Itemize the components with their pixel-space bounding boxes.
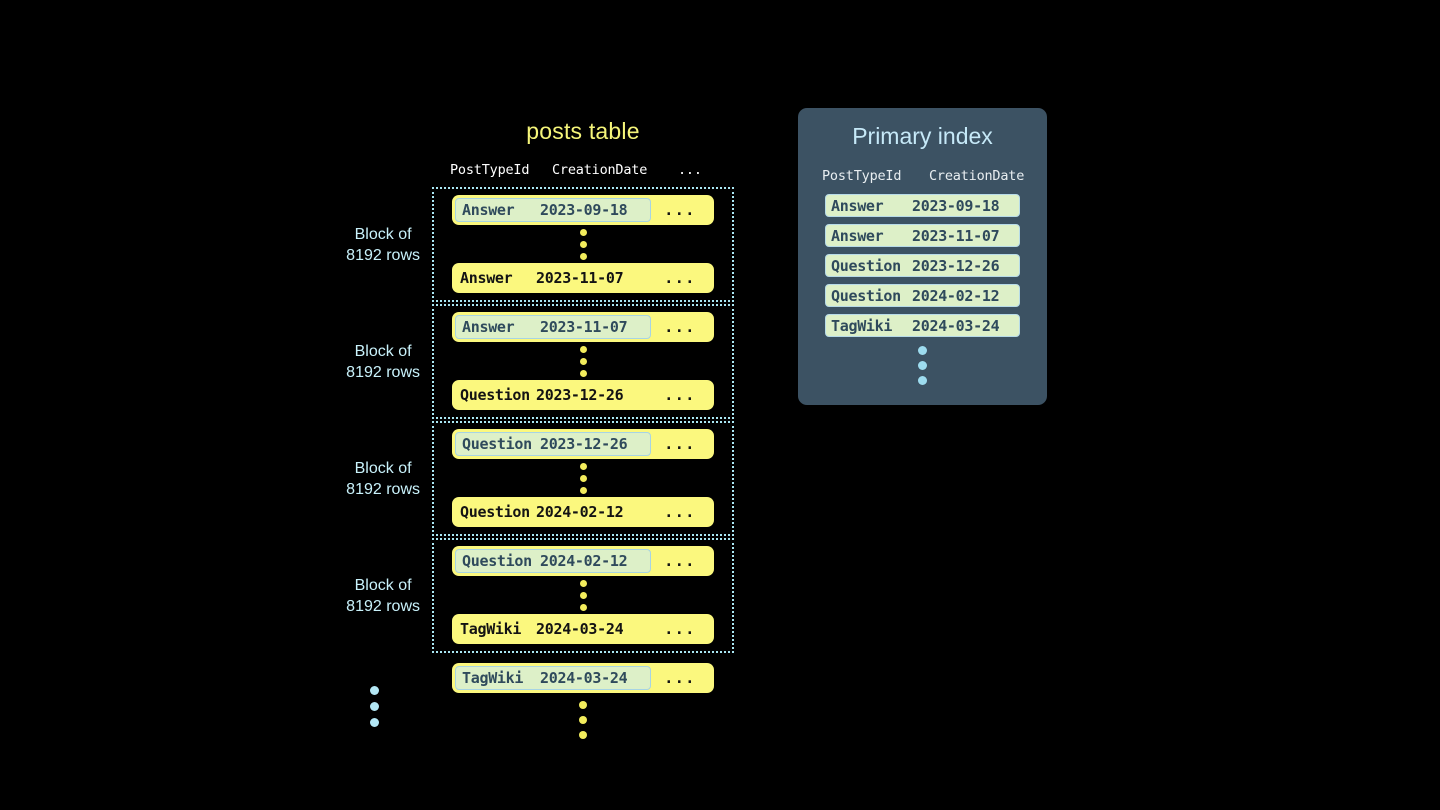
cell-creationdate: 2023-11-07: [912, 226, 1000, 245]
cell-creationdate: 2023-09-18: [912, 196, 1000, 215]
cell-posttypeid: Answer: [462, 318, 515, 336]
cell-posttypeid: TagWiki: [462, 669, 524, 687]
row-key-highlight: Answer 2023-09-18: [455, 198, 651, 222]
block-2-label: Block of 8192 rows: [346, 342, 420, 381]
cell-posttypeid: Question: [831, 286, 901, 305]
cell-posttypeid: TagWiki: [831, 316, 893, 335]
table-row: Answer 2023-11-07 ...: [452, 263, 714, 293]
cell-posttypeid: Question: [462, 435, 532, 453]
column-header-creationdate: CreationDate: [552, 162, 648, 178]
block-1: Block of 8192 rows Answer 2023-09-18 ...…: [346, 187, 734, 302]
cell-creationdate: 2023-12-26: [540, 435, 628, 453]
table-row: Question 2024-02-12 ...: [452, 497, 714, 527]
index-entry: Question 2024-02-12: [825, 284, 1020, 307]
cell-creationdate: 2023-09-18: [540, 201, 628, 219]
cell-creationdate: 2023-11-07: [540, 318, 628, 336]
cell-creationdate: 2024-03-24: [912, 316, 1000, 335]
cell-posttypeid: Answer: [831, 226, 884, 245]
cell-ellipsis: ...: [664, 552, 696, 570]
table-row: TagWiki 2024-03-24 ...: [452, 663, 714, 693]
table-row: Answer 2023-09-18 ...: [452, 195, 714, 225]
column-header-posttypeid: PostTypeId: [450, 162, 530, 178]
row-key-highlight: Question 2024-02-12: [455, 549, 651, 573]
cell-creationdate: 2024-02-12: [540, 552, 628, 570]
cell-ellipsis: ...: [664, 201, 696, 219]
cell-creationdate: 2024-03-24: [536, 620, 624, 638]
cell-creationdate: 2023-12-26: [912, 256, 1000, 275]
cell-creationdate: 2024-02-12: [536, 503, 624, 521]
cell-posttypeid: Question: [462, 552, 532, 570]
column-header-posttypeid: PostTypeId: [822, 168, 902, 184]
cell-posttypeid: Question: [460, 503, 530, 521]
block-4-label: Block of 8192 rows: [346, 576, 420, 615]
posts-table-title: posts table: [526, 118, 640, 144]
table-row: TagWiki 2024-03-24 ...: [452, 614, 714, 644]
cell-ellipsis: ...: [664, 435, 696, 453]
trailing-row-group: TagWiki 2024-03-24 ...: [432, 663, 734, 743]
column-header-creationdate: CreationDate: [929, 168, 1025, 184]
cell-ellipsis: ...: [664, 503, 696, 521]
cell-creationdate: 2023-11-07: [536, 269, 624, 287]
cell-posttypeid: Question: [460, 386, 530, 404]
table-row: Question 2024-02-12 ...: [452, 546, 714, 576]
cell-ellipsis: ...: [664, 318, 696, 336]
column-header-ellipsis: ...: [678, 162, 702, 178]
table-row: Question 2023-12-26 ...: [452, 429, 714, 459]
cell-posttypeid: Answer: [460, 269, 513, 287]
posts-table-column-headers: PostTypeId CreationDate ...: [432, 162, 734, 178]
primary-index-title: Primary index: [852, 123, 993, 149]
rows-ellipsis: [434, 576, 732, 614]
block-3: Block of 8192 rows Question 2023-12-26 .…: [346, 421, 734, 536]
cell-posttypeid: Answer: [831, 196, 884, 215]
rows-ellipsis: [434, 459, 732, 497]
block-3-label: Block of 8192 rows: [346, 459, 420, 498]
row-key-highlight: Answer 2023-11-07: [455, 315, 651, 339]
cell-ellipsis: ...: [664, 269, 696, 287]
cell-ellipsis: ...: [664, 386, 696, 404]
table-row: Question 2023-12-26 ...: [452, 380, 714, 410]
cell-ellipsis: ...: [664, 620, 696, 638]
block-2: Block of 8192 rows Answer 2023-11-07 ...…: [346, 304, 734, 419]
primary-index-panel: Primary index PostTypeId CreationDate An…: [798, 108, 1047, 405]
cell-creationdate: 2024-03-24: [540, 669, 628, 687]
cell-creationdate: 2024-02-12: [912, 286, 1000, 305]
cell-creationdate: 2023-12-26: [536, 386, 624, 404]
cell-posttypeid: Question: [831, 256, 901, 275]
row-key-highlight: Question 2023-12-26: [455, 432, 651, 456]
cell-posttypeid: TagWiki: [460, 620, 522, 638]
block-4: Block of 8192 rows Question 2024-02-12 .…: [346, 538, 734, 653]
block-1-label: Block of 8192 rows: [346, 225, 420, 264]
blocks-continue-ellipsis: [370, 686, 379, 727]
index-continues-ellipsis: [798, 346, 1047, 385]
primary-index-column-headers: PostTypeId CreationDate: [798, 168, 1047, 184]
index-entry: TagWiki 2024-03-24: [825, 314, 1020, 337]
table-continues-ellipsis: [432, 697, 734, 743]
rows-ellipsis: [434, 342, 732, 380]
posts-table-group: posts table PostTypeId CreationDate ... …: [346, 118, 734, 743]
cell-ellipsis: ...: [664, 669, 696, 687]
rows-ellipsis: [434, 225, 732, 263]
table-row: Answer 2023-11-07 ...: [452, 312, 714, 342]
index-entry: Question 2023-12-26: [825, 254, 1020, 277]
index-entry: Answer 2023-11-07: [825, 224, 1020, 247]
cell-posttypeid: Answer: [462, 201, 515, 219]
index-entry: Answer 2023-09-18: [825, 194, 1020, 217]
row-key-highlight: TagWiki 2024-03-24: [455, 666, 651, 690]
